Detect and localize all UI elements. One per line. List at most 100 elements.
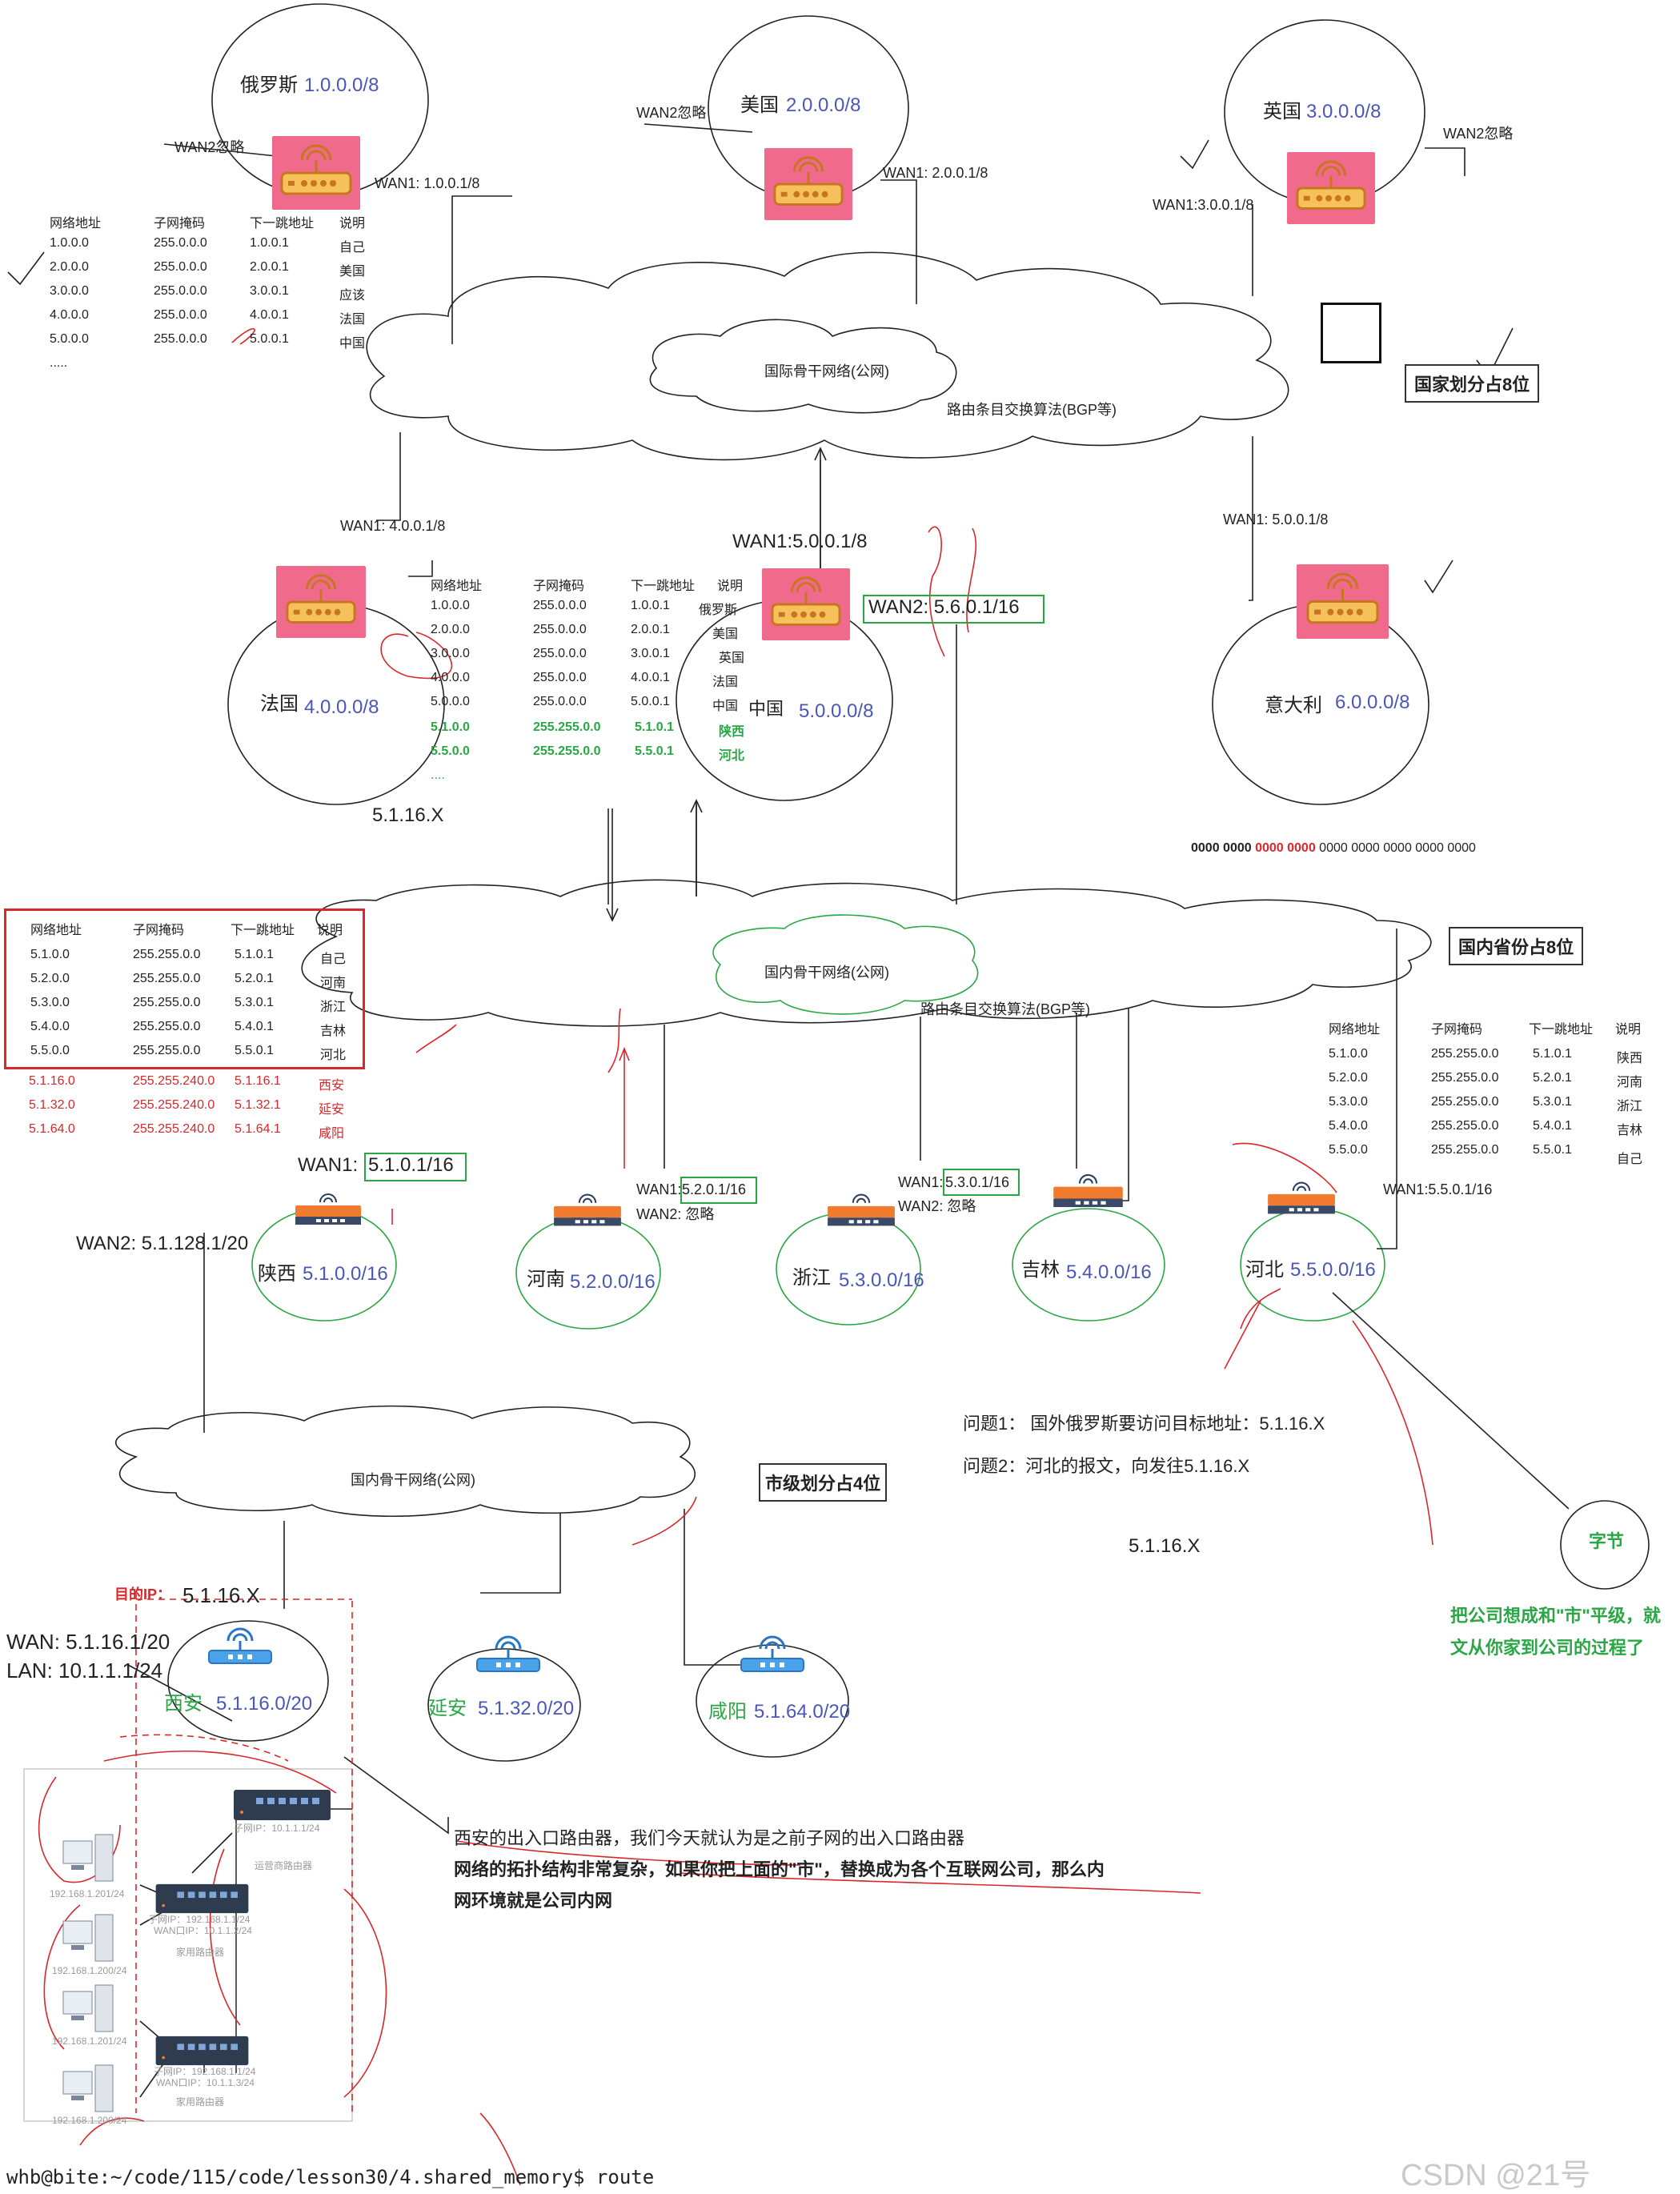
byte-label: 字节 (1589, 1531, 1625, 1551)
cell: 1.0.0.1 (631, 599, 670, 612)
cell: 5.1.0.0 (30, 948, 70, 961)
cell: 5.1.32.1 (235, 1098, 281, 1112)
usa-wan1: WAN1: 2.0.0.1/8 (883, 165, 988, 181)
shaanxi-wan1-box (364, 1153, 467, 1181)
zhejiang-router-icon (824, 1193, 898, 1229)
cell: 5.0.0.0 (50, 332, 89, 346)
dest-ip-label: 目的IP： (114, 1586, 172, 1602)
country-bits-label: 国家划分占8位 (1405, 364, 1540, 403)
explanation-line-3: 网环境就是公司内网 (454, 1891, 613, 1911)
cell: 4.0.0.0 (50, 308, 89, 322)
cell: 2.0.0.1 (631, 623, 670, 636)
province-table-box (4, 908, 365, 1069)
shaanxi-net: 5.1.0.0/16 (303, 1263, 388, 1285)
cell: 5.2.0.1 (235, 972, 274, 985)
pc-icon (60, 1983, 116, 2036)
cell: 5.0.0.0 (431, 695, 470, 708)
china-wan2-box (863, 595, 1044, 624)
pc-ip: 192.168.1.200/24 (52, 2115, 127, 2126)
henan-router-icon (551, 1193, 624, 1229)
cell: 河北 (320, 1049, 347, 1062)
question-1: 问题1： 国外俄罗斯要访问目标地址：5.1.16.X (963, 1414, 1325, 1434)
binary-c: 0000 0000 0000 0000 0000 (1315, 841, 1476, 855)
cell: 255.255.0.0 (133, 948, 201, 961)
usa-router-icon (764, 148, 852, 220)
header-desc: 说明 (339, 217, 366, 231)
header-nexthop: 下一跳地址 (631, 580, 696, 593)
russia-wan2: WAN2忽略 (174, 139, 245, 155)
uk-net: 3.0.0.0/8 (1306, 101, 1381, 122)
home-router-1-icon (152, 1881, 252, 1916)
cell: 浙江 (320, 1001, 347, 1014)
cell: 1.0.0.0 (50, 236, 89, 250)
china-router-icon (762, 568, 850, 640)
zhejiang-wan1-value: 5.3.0.1/16 (945, 1174, 1010, 1190)
zhejiang-wan1: WAN1: (898, 1175, 943, 1189)
france-name: 法国 (260, 693, 299, 715)
cell: 255.0.0.0 (533, 647, 587, 660)
cell: 5.0.0.1 (250, 332, 289, 346)
cell: 3.0.0.1 (631, 647, 670, 660)
france-router-icon (276, 566, 366, 638)
china-net: 5.0.0.0/8 (799, 700, 874, 722)
watermark: CSDN @21号 (1401, 2159, 1591, 2192)
xianyang-name: 咸阳 (708, 1701, 747, 1723)
uk-router-icon (1287, 152, 1375, 224)
header-desc: 说明 (717, 580, 744, 593)
cell: 5.1.16.1 (235, 1074, 281, 1088)
cell: .... (431, 768, 445, 782)
cell: 咸阳 (319, 1127, 345, 1141)
cell: 河南 (1617, 1076, 1643, 1089)
cell: 5.1.0.1 (635, 720, 674, 734)
target-address: 5.1.16.X (372, 804, 444, 826)
highlight-square (1321, 303, 1381, 363)
cell: 255.0.0.0 (154, 260, 207, 274)
china-wan2: WAN2: 5.6.0.1/16 (868, 596, 1020, 618)
china-name: 中国 (748, 699, 784, 719)
cell: 3.0.0.0 (431, 647, 470, 660)
header-network: 网络地址 (50, 217, 102, 231)
cell: ..... (50, 356, 68, 370)
domestic-backbone-algo: 路由条目交换算法(BGP等) (920, 1001, 1091, 1017)
usa-net: 2.0.0.0/8 (786, 94, 861, 116)
cell: 5.2.0.1 (1533, 1071, 1572, 1085)
city-backbone-name: 国内骨干网络(公网) (351, 1472, 475, 1488)
company-note-2: 文从你家到公司的过程了 (1450, 1638, 1645, 1658)
hebei-router-icon (1265, 1181, 1338, 1217)
cell: 5.4.0.1 (235, 1020, 274, 1033)
header-mask: 子网掩码 (1431, 1023, 1483, 1037)
cell: 255.0.0.0 (154, 332, 207, 346)
jilin-net: 5.4.0.0/16 (1066, 1261, 1152, 1283)
header-desc: 说明 (317, 924, 343, 937)
cell: 255.255.0.0 (133, 1020, 201, 1033)
home-router-2-icon (152, 2033, 252, 2068)
shaanxi-wan1-value: 5.1.0.1/16 (368, 1154, 454, 1176)
cell: 美国 (339, 265, 366, 279)
cell: 西安 (319, 1079, 345, 1093)
xian-name: 西安 (164, 1693, 202, 1715)
header-desc: 说明 (1615, 1023, 1642, 1037)
xian-lan: LAN: 10.1.1.1/24 (6, 1659, 163, 1683)
zhejiang-name: 浙江 (792, 1267, 831, 1289)
pc-ip: 192.168.1.201/24 (50, 1888, 125, 1899)
cell: 5.3.0.0 (1329, 1095, 1368, 1109)
home2-wan: WAN口IP：10.1.1.3/24 (156, 2077, 255, 2088)
wan1-prefix: WAN1: (298, 1154, 359, 1176)
usa-wan2: WAN2忽略 (636, 105, 707, 121)
cell: 255.255.0.0 (1431, 1047, 1499, 1061)
target-address-2: 5.1.16.X (1129, 1535, 1201, 1557)
cell: 4.0.0.0 (431, 671, 470, 684)
intl-backbone-name: 国际骨干网络(公网) (764, 363, 889, 379)
header-nexthop: 下一跳地址 (250, 217, 315, 231)
usa-name: 美国 (740, 94, 779, 116)
dest-ip-value: 5.1.16.X (182, 1583, 260, 1607)
company-note-1: 把公司想成和"市"平级，就 (1450, 1606, 1661, 1626)
pc-icon (60, 1913, 116, 1965)
russia-wan1: WAN1: 1.0.0.1/8 (375, 175, 480, 191)
cell: 中国 (712, 700, 739, 713)
header-network: 网络地址 (1329, 1023, 1381, 1037)
cell: 5.1.0.1 (235, 948, 274, 961)
explanation-line-2: 网络的拓扑结构非常复杂，如果你把上面的"市"，替换成为各个互联网公司，那么内 (454, 1859, 1105, 1879)
cell: 255.0.0.0 (154, 284, 207, 298)
